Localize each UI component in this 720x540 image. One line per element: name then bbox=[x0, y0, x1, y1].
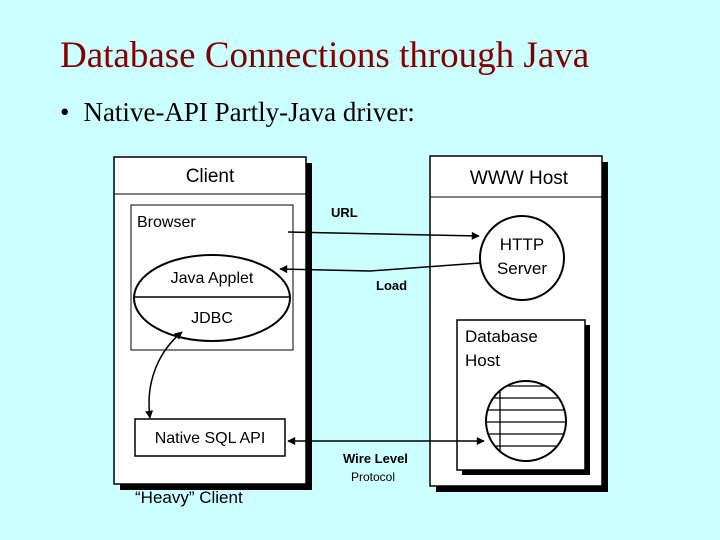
http-server-circle bbox=[479, 215, 565, 301]
wire-level-label: Wire Level bbox=[343, 451, 408, 466]
jdbc-native-api-arrow bbox=[145, 331, 183, 419]
http-server-label-line2: Server bbox=[497, 259, 547, 278]
browser-label: Browser bbox=[137, 214, 196, 231]
load-label: Load bbox=[376, 278, 407, 293]
bullet-dot: • bbox=[60, 97, 70, 127]
database-icon bbox=[485, 380, 567, 462]
client-label: Client bbox=[186, 166, 235, 187]
jdbc-label: JDBC bbox=[191, 310, 233, 327]
java-applet-label: Java Applet bbox=[171, 270, 254, 287]
database-host-label-line1: Database bbox=[465, 327, 538, 346]
database-host-box bbox=[456, 319, 590, 475]
native-sql-api-label: Native SQL API bbox=[155, 430, 266, 447]
protocol-label: Protocol bbox=[351, 470, 395, 484]
java-applet-ellipse bbox=[133, 254, 291, 342]
load-arrow bbox=[279, 262, 481, 274]
heavy-client-label: “Heavy” Client bbox=[135, 488, 243, 507]
url-label: URL bbox=[331, 205, 358, 220]
bullet-item: • Native-API Partly-Java driver: bbox=[60, 97, 415, 128]
bullet-text: Native-API Partly-Java driver: bbox=[83, 97, 415, 127]
http-server-label-line1: HTTP bbox=[500, 235, 544, 254]
www-host-label: WWW Host bbox=[470, 168, 569, 189]
slide-title: Database Connections through Java bbox=[60, 35, 590, 76]
url-arrow bbox=[287, 231, 480, 240]
database-host-label-line2: Host bbox=[465, 351, 500, 370]
native-sql-api-box bbox=[134, 418, 286, 457]
